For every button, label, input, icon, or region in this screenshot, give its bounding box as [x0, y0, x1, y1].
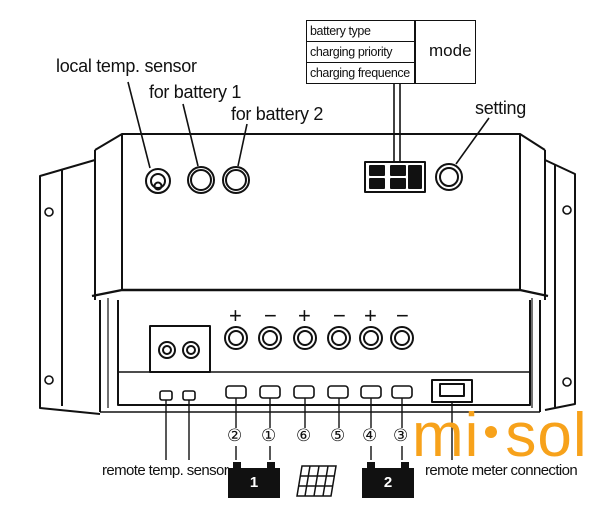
battery-2-indicator	[222, 166, 250, 194]
terminal-number-2: ①	[261, 426, 277, 446]
watermark-right: sol	[505, 401, 588, 470]
terminal-number-1: ②	[227, 426, 243, 446]
terminal-number-5: ④	[362, 426, 378, 446]
terminal-sign-4: −	[333, 303, 346, 328]
mode-table: battery type charging priority charging …	[306, 20, 476, 84]
battery-1-indicator	[187, 166, 215, 194]
watermark-dot-icon	[485, 425, 498, 438]
setting-label: setting	[475, 98, 526, 118]
terminal-number-6: ③	[393, 426, 409, 446]
controller-body	[91, 133, 549, 413]
terminal-sign-3: +	[298, 303, 311, 328]
mode-switch-block	[364, 161, 426, 193]
battery-2-indicator-label: for battery 2	[231, 104, 324, 124]
terminal-sign-1: +	[229, 303, 242, 328]
terminal-number-4: ⑤	[330, 426, 346, 446]
watermark-left: mi	[412, 401, 480, 470]
battery-1-label: 1	[249, 474, 259, 491]
left-mounting-flange	[39, 159, 101, 415]
wire-entry-slots	[159, 385, 413, 401]
remote-meter-connection-label: remote meter connection	[425, 462, 578, 479]
terminal-number-3: ⑥	[296, 426, 312, 446]
setting-button	[435, 163, 463, 191]
mode-row-charging-priority: charging priority	[307, 42, 415, 63]
terminal-screws	[224, 326, 414, 350]
solar-panel-icon	[296, 465, 337, 497]
mode-row-charging-frequence: charging frequence	[307, 63, 415, 83]
right-mounting-flange	[544, 159, 576, 411]
battery-2-icon	[362, 462, 414, 498]
local-temp-sensor-label: local temp. sensor	[56, 56, 197, 76]
terminal-sign-2: −	[264, 303, 277, 328]
remote-temp-sensor-label: remote temp. sensor	[102, 462, 229, 479]
terminal-sign-5: +	[364, 303, 377, 328]
battery-1-indicator-label: for battery 1	[149, 82, 242, 102]
battery-2-label: 2	[383, 474, 393, 491]
local-temp-sensor-jack	[145, 168, 171, 194]
remote-temp-sensor-socket	[149, 325, 211, 373]
mode-row-battery-type: battery type	[307, 21, 415, 42]
battery-1-icon	[228, 462, 280, 498]
mode-label: mode	[429, 41, 472, 60]
terminal-sign-6: −	[396, 303, 409, 328]
remote-meter-connector	[431, 379, 473, 403]
